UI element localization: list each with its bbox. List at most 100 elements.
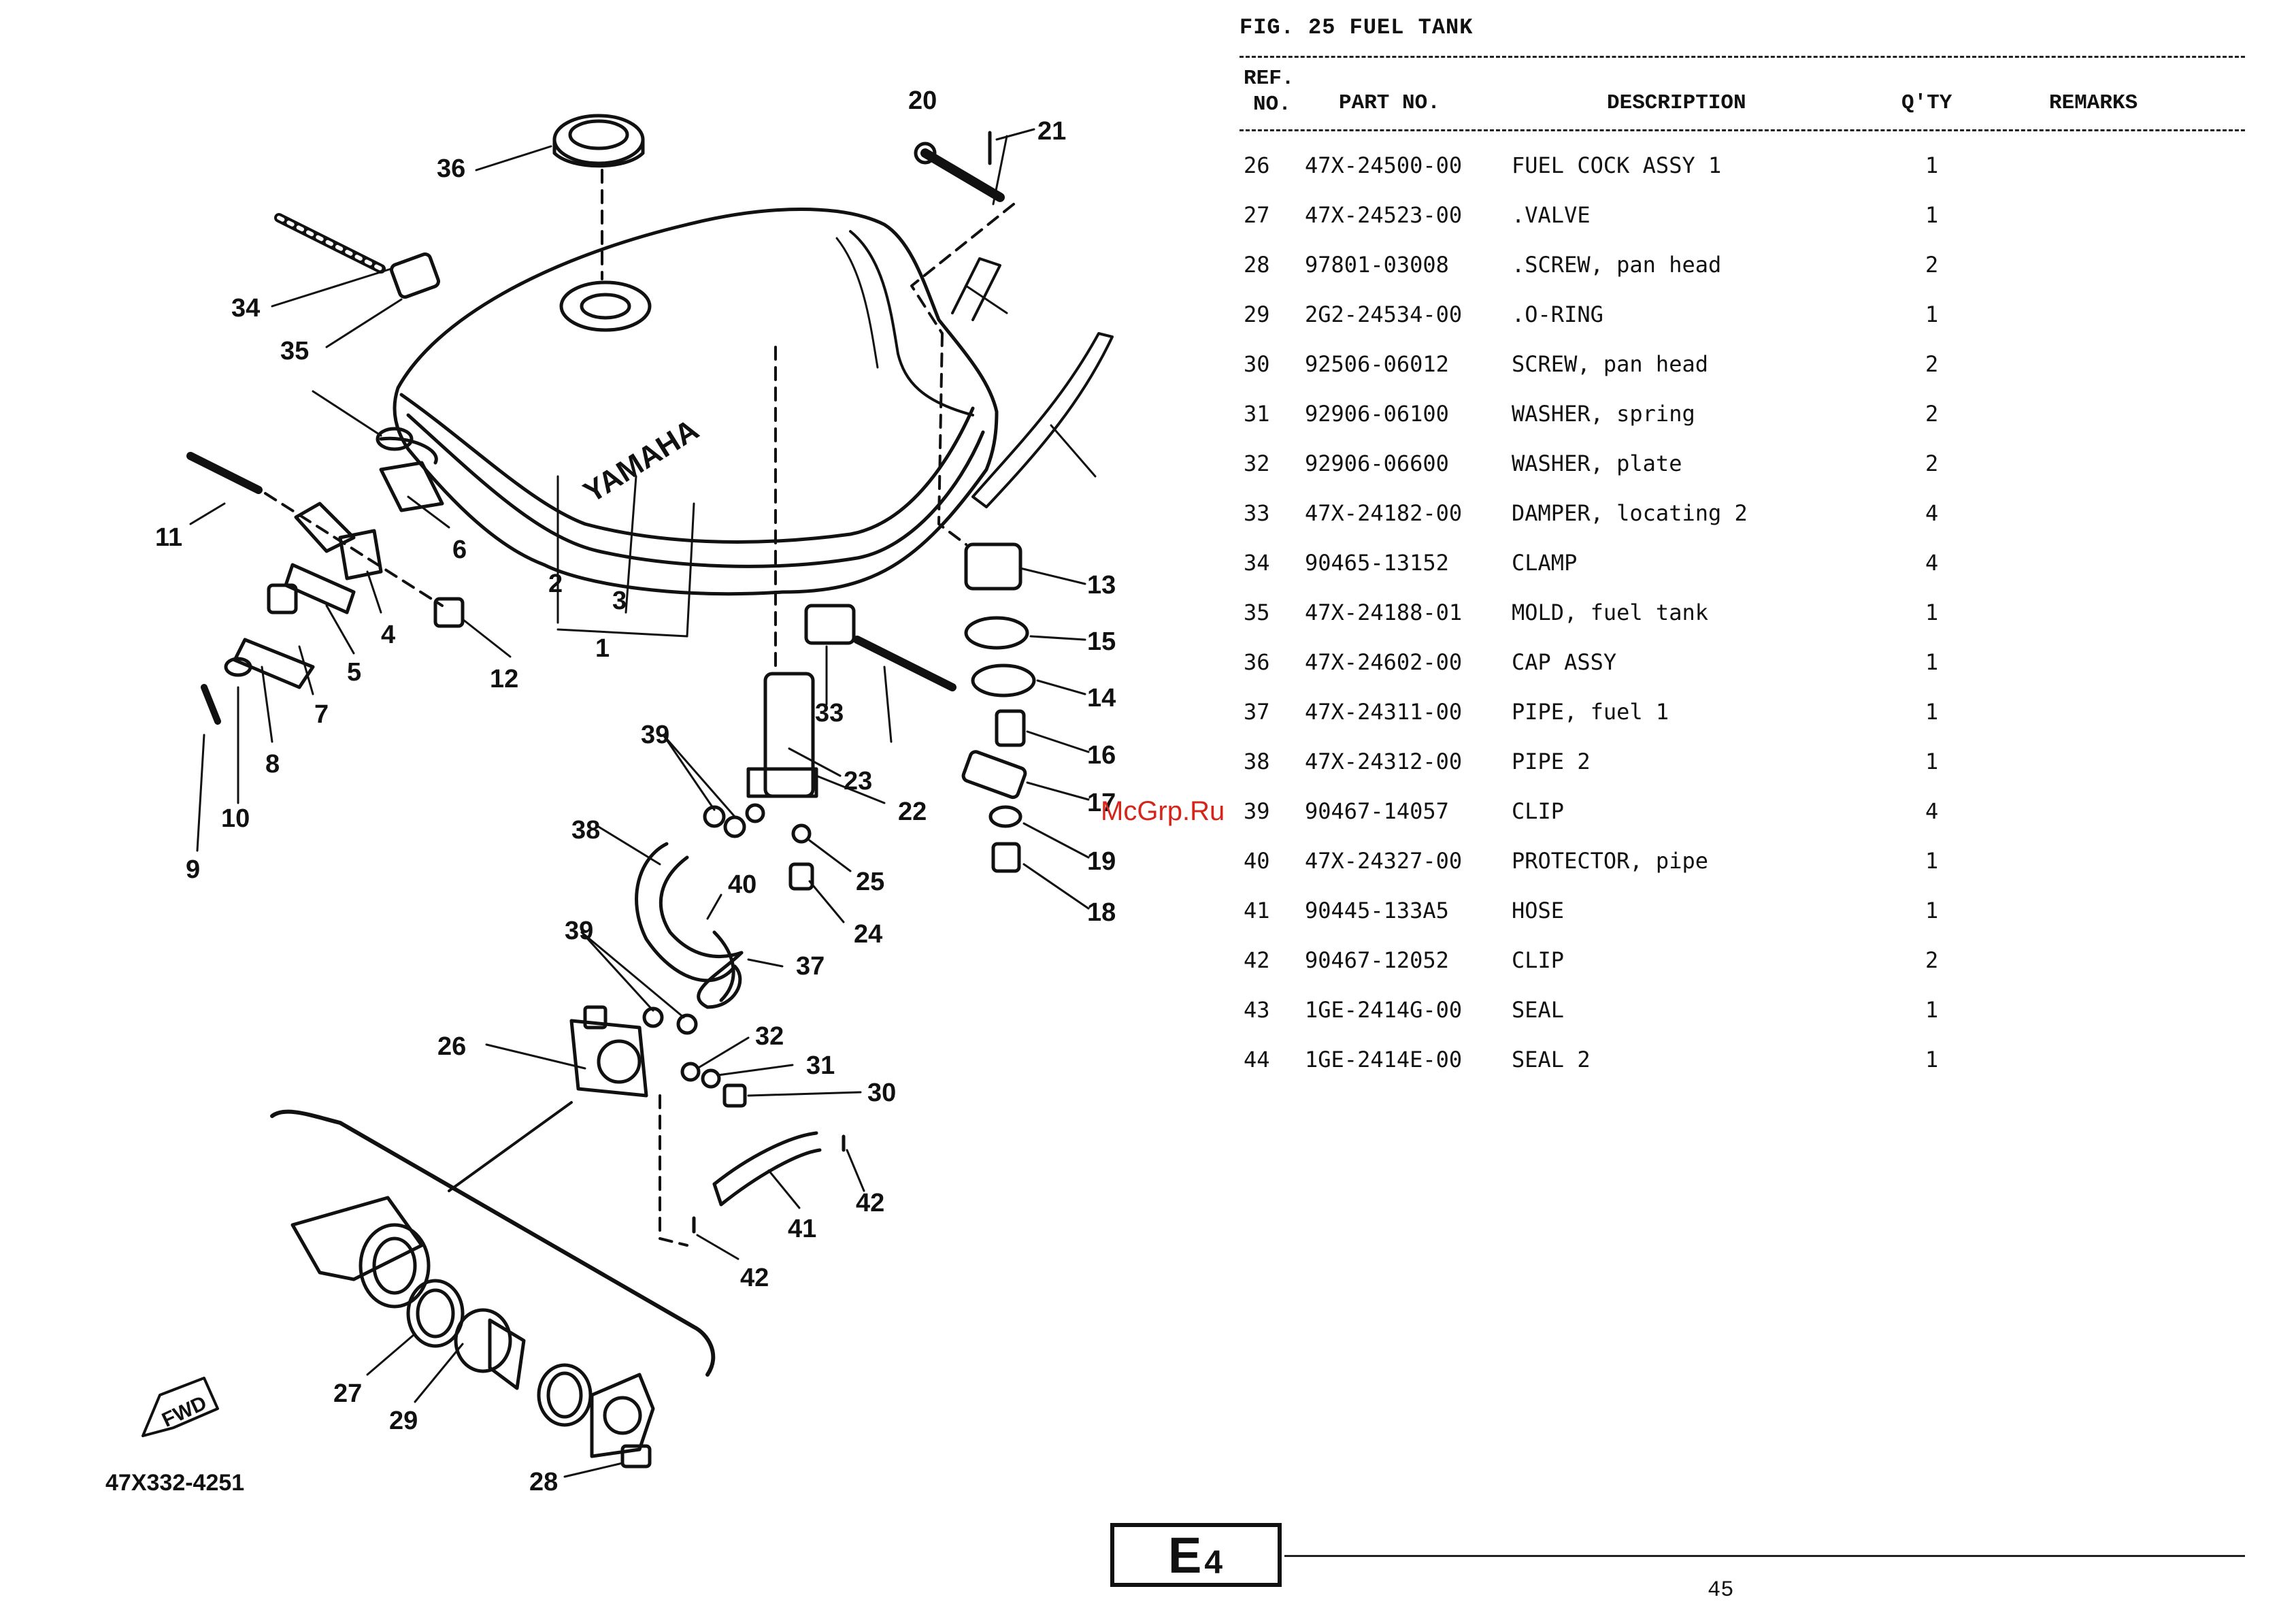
header-top-rule (1239, 56, 2245, 58)
ref-no: 29 (1244, 301, 1270, 327)
callout-27: 27 (333, 1379, 362, 1408)
callout-38: 38 (571, 816, 600, 845)
description: PIPE 2 (1512, 749, 1591, 774)
quantity: 2 (1925, 351, 1939, 377)
table-row: 38 47X-24312-00 PIPE 2 1 (0, 749, 2296, 789)
cap-assy (552, 114, 645, 168)
callout-22: 22 (898, 798, 927, 826)
ref-no: 39 (1244, 798, 1270, 824)
callout-13: 13 (1087, 571, 1116, 600)
description: CLAMP (1512, 550, 1578, 576)
callout-19: 19 (1087, 847, 1116, 876)
part-no: 1GE-2414G-00 (1305, 997, 1463, 1023)
ref-no: 30 (1244, 351, 1270, 377)
drawing-id: 47X332-4251 (105, 1470, 244, 1496)
description: .O-RING (1512, 301, 1603, 327)
description: CLIP (1512, 798, 1565, 824)
quantity: 1 (1925, 152, 1939, 178)
callout-2: 2 (548, 570, 563, 598)
quantity: 4 (1925, 798, 1939, 824)
table-row: 36 47X-24602-00 CAP ASSY 1 (0, 649, 2296, 690)
table-row: 40 47X-24327-00 PROTECTOR, pipe 1 (0, 848, 2296, 889)
ref-no: 42 (1244, 947, 1270, 973)
quantity: 2 (1925, 401, 1939, 427)
callout-6: 6 (452, 536, 467, 564)
callout-35: 35 (280, 337, 309, 365)
description: .VALVE (1512, 202, 1591, 228)
ref-no: 35 (1244, 600, 1270, 625)
part-no: 97801-03008 (1305, 252, 1449, 278)
part-no: 47X-24602-00 (1305, 649, 1463, 675)
ref-no: 31 (1244, 401, 1270, 427)
callout-21: 21 (1037, 117, 1066, 146)
callout-7: 7 (314, 700, 329, 729)
quantity: 1 (1925, 699, 1939, 725)
callout-1: 1 (595, 634, 610, 663)
table-row: 41 90445-133A5 HOSE 1 (0, 898, 2296, 938)
callout-36: 36 (437, 154, 465, 183)
part-no: 1GE-2414E-00 (1305, 1047, 1463, 1072)
callout-20: 20 (908, 86, 937, 115)
callout-26: 26 (437, 1032, 466, 1061)
callout-28: 28 (529, 1468, 558, 1496)
watermark: McGrp.Ru (1101, 796, 1225, 826)
quantity: 1 (1925, 649, 1939, 675)
part-no: 92906-06100 (1305, 401, 1449, 427)
callout-32: 32 (755, 1022, 784, 1051)
fwd-label: FWD (159, 1392, 210, 1432)
ref-no: 38 (1244, 749, 1270, 774)
part-no: 90467-12052 (1305, 947, 1449, 973)
table-row: 30 92506-06012 SCREW, pan head 2 (0, 351, 2296, 392)
quantity: 1 (1925, 997, 1939, 1023)
quantity: 1 (1925, 898, 1939, 923)
description: WASHER, spring (1512, 401, 1695, 427)
part-no: 47X-24327-00 (1305, 848, 1463, 874)
figure-title: FIG. 25 FUEL TANK (1239, 15, 1474, 40)
quantity: 1 (1925, 1047, 1939, 1072)
ref-no: 27 (1244, 202, 1270, 228)
quantity: 1 (1925, 749, 1939, 774)
ref-no: 37 (1244, 699, 1270, 725)
callout-37: 37 (796, 952, 825, 981)
ref-no: 32 (1244, 450, 1270, 476)
ref-no: 40 (1244, 848, 1270, 874)
description: CAP ASSY (1512, 649, 1617, 675)
quantity: 1 (1925, 600, 1939, 625)
callout-31: 31 (806, 1051, 835, 1080)
quantity: 2 (1925, 450, 1939, 476)
table-row: 26 47X-24500-00 FUEL COCK ASSY 1 1 (0, 152, 2296, 193)
part-no: 47X-24523-00 (1305, 202, 1463, 228)
part-no: 47X-24182-00 (1305, 500, 1463, 526)
table-row: 43 1GE-2414G-00 SEAL 1 (0, 997, 2296, 1038)
description: MOLD, fuel tank (1512, 600, 1708, 625)
callout-9: 9 (186, 855, 200, 884)
description: PROTECTOR, pipe (1512, 848, 1708, 874)
table-row: 27 47X-24523-00 .VALVE 1 (0, 202, 2296, 243)
section-letter: E (1167, 1526, 1203, 1584)
description: FUEL COCK ASSY 1 (1512, 152, 1722, 178)
callout-12: 12 (490, 665, 518, 693)
callout-15: 15 (1087, 627, 1116, 656)
callout-25: 25 (856, 868, 884, 896)
header-ref-line2: NO. (1253, 93, 1291, 116)
callout-40: 40 (728, 870, 756, 899)
quantity: 4 (1925, 550, 1939, 576)
callout-5: 5 (347, 658, 361, 687)
header-part-no: PART NO. (1339, 91, 1440, 115)
description: CLIP (1512, 947, 1565, 973)
callout-17: 17 (1087, 789, 1116, 817)
header-remarks: REMARKS (2049, 91, 2138, 115)
fuel-cock-detail (290, 1196, 431, 1309)
part-no: 92506-06012 (1305, 351, 1449, 377)
quantity: 1 (1925, 301, 1939, 327)
header-bottom-rule (1239, 129, 2245, 131)
description: SEAL (1512, 997, 1565, 1023)
table-header: REF. NO. PART NO. DESCRIPTION Q'TY REMAR… (0, 67, 2296, 128)
part-no: 47X-24311-00 (1305, 699, 1463, 725)
ref-no: 26 (1244, 152, 1270, 178)
description: PIPE, fuel 1 (1512, 699, 1669, 725)
callout-23: 23 (844, 767, 872, 796)
ref-no: 44 (1244, 1047, 1270, 1072)
callout-16: 16 (1087, 741, 1116, 770)
table-row: 32 92906-06600 WASHER, plate 2 (0, 450, 2296, 491)
